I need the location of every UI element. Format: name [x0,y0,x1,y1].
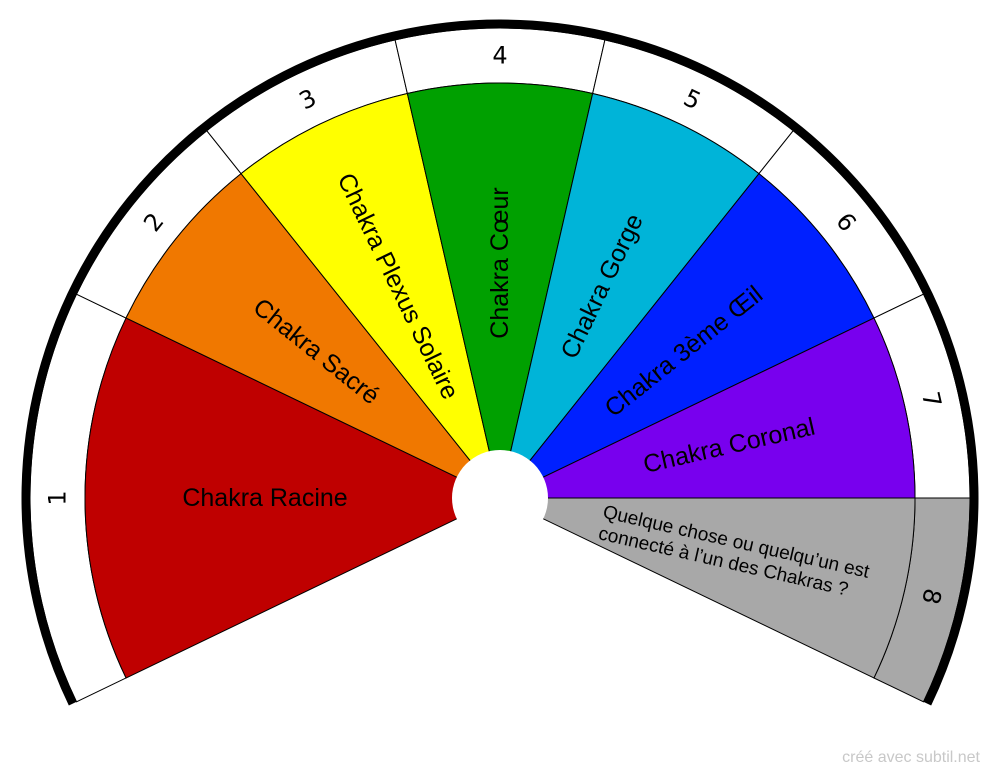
sector-number-7: 7 [916,389,947,410]
credit-text: créé avec subtil.net [842,749,980,766]
center-hole [452,450,548,546]
outer-arc-border [21,19,979,706]
sector-number-4: 4 [492,42,507,70]
sector-number-8: 8 [916,586,947,607]
sector-label-1: Chakra Racine [182,484,347,512]
sector-number-1: 1 [44,490,72,505]
sector-8 [540,497,916,679]
sector-label-4: Chakra Cœur [486,187,514,338]
